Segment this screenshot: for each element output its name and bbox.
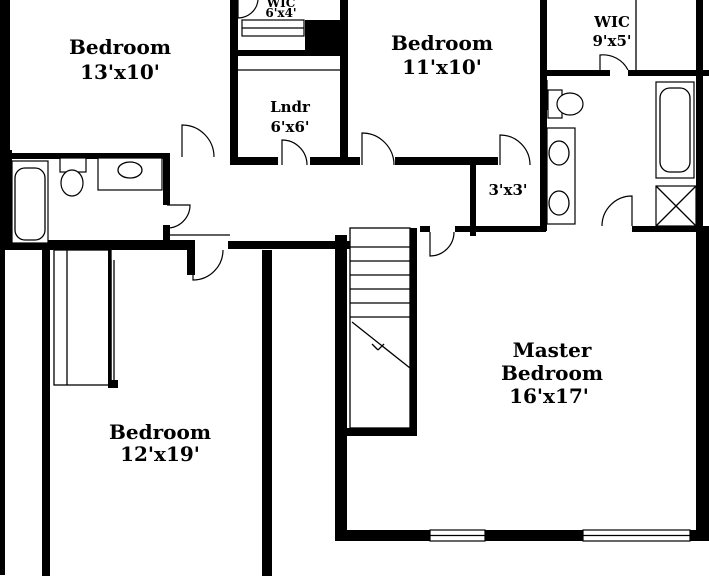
- windows: [241, 19, 691, 542]
- room-name: WIC: [266, 0, 296, 10]
- room-name: Bedroom: [69, 35, 171, 59]
- room-size: 16'x17': [509, 384, 589, 408]
- interior-lines: [53, 0, 637, 386]
- staircase: [349, 227, 411, 429]
- room-bedroom-nw: Bedroom 13'x10': [69, 35, 171, 84]
- room-wic-small: WIC 6'x4': [265, 0, 296, 20]
- room-closet: 3'x3': [488, 181, 527, 199]
- room-size: 6'x6': [270, 118, 309, 136]
- room-name-line2: Bedroom: [501, 361, 603, 385]
- room-wic-ne: WIC 9'x5': [592, 13, 631, 50]
- room-size: 6'x4': [265, 6, 296, 20]
- room-bedroom-n: Bedroom 11'x10': [391, 31, 493, 79]
- room-laundry: Lndr 6'x6': [270, 98, 311, 136]
- room-master-bedroom: Master Bedroom 16'x17': [501, 338, 603, 408]
- room-size: 9'x5': [592, 32, 631, 50]
- room-name: Lndr: [270, 98, 311, 116]
- room-size: 12'x19': [120, 442, 200, 466]
- room-bedroom-sw: Bedroom 12'x19': [109, 420, 211, 466]
- room-name: WIC: [593, 13, 630, 31]
- room-size: 3'x3': [488, 181, 527, 199]
- room-name: Bedroom: [391, 31, 493, 55]
- room-name: Bedroom: [109, 420, 211, 444]
- bath-fixtures: [11, 81, 697, 244]
- doors: [166, 0, 633, 281]
- room-name-line1: Master: [513, 338, 592, 362]
- room-size: 11'x10': [402, 55, 482, 79]
- room-size: 13'x10': [80, 60, 160, 84]
